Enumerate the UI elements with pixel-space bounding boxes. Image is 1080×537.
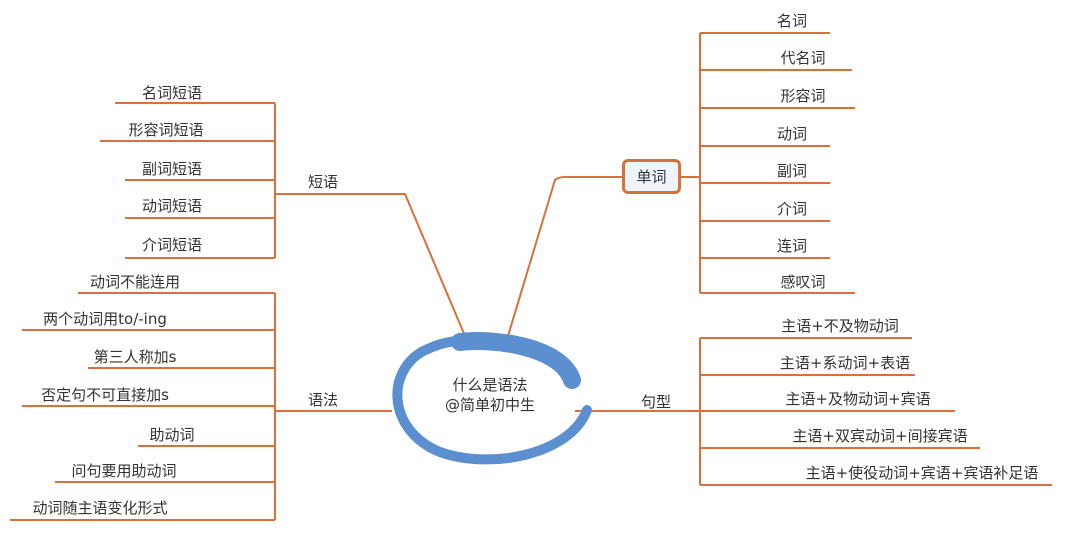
- grammar-item[interactable]: 动词随主语变化形式: [32, 499, 168, 517]
- central-title: 什么是语法: [452, 376, 528, 394]
- grammar-item[interactable]: 问句要用助动词: [71, 462, 177, 480]
- words-item[interactable]: 连词: [776, 237, 808, 255]
- words-item[interactable]: 形容词: [780, 87, 826, 105]
- grammar-item[interactable]: 第三人称加s: [93, 348, 177, 366]
- phrase-item[interactable]: 副词短语: [141, 160, 203, 178]
- pattern-item[interactable]: 主语+双宾动词+间接宾语: [792, 427, 968, 445]
- words-item[interactable]: 动词: [776, 125, 808, 143]
- phrase-item[interactable]: 介词短语: [141, 236, 203, 254]
- topic-words[interactable]: 单词: [622, 159, 681, 194]
- pattern-item[interactable]: 主语+使役动词+宾语+宾语补足语: [805, 464, 1039, 482]
- grammar-item[interactable]: 助动词: [149, 426, 195, 444]
- topic-grammar[interactable]: 语法: [308, 391, 339, 409]
- grammar-item[interactable]: 动词不能连用: [89, 273, 181, 291]
- words-item[interactable]: 感叹词: [780, 273, 826, 291]
- words-item[interactable]: 副词: [776, 162, 808, 180]
- central-topic[interactable]: 什么是语法 @简单初中生: [420, 375, 560, 415]
- grammar-item[interactable]: 否定句不可直接加s: [41, 386, 169, 404]
- central-subtitle: @简单初中生: [444, 396, 535, 414]
- phrase-item[interactable]: 动词短语: [141, 197, 203, 215]
- pattern-item[interactable]: 主语+系动词+表语: [779, 354, 911, 372]
- pattern-item[interactable]: 主语+不及物动词: [781, 317, 899, 335]
- phrase-item[interactable]: 名词短语: [141, 84, 203, 102]
- words-item[interactable]: 介词: [776, 200, 808, 218]
- topic-phrases[interactable]: 短语: [308, 173, 339, 191]
- words-item[interactable]: 代名词: [780, 49, 826, 67]
- center-ring: [392, 331, 592, 465]
- topic-words-label: 单词: [636, 168, 667, 186]
- words-item[interactable]: 名词: [776, 12, 808, 30]
- topic-patterns[interactable]: 句型: [641, 393, 672, 411]
- grammar-item[interactable]: 两个动词用to/-ing: [43, 310, 167, 328]
- phrase-item[interactable]: 形容词短语: [128, 121, 204, 139]
- pattern-item[interactable]: 主语+及物动词+宾语: [785, 390, 931, 408]
